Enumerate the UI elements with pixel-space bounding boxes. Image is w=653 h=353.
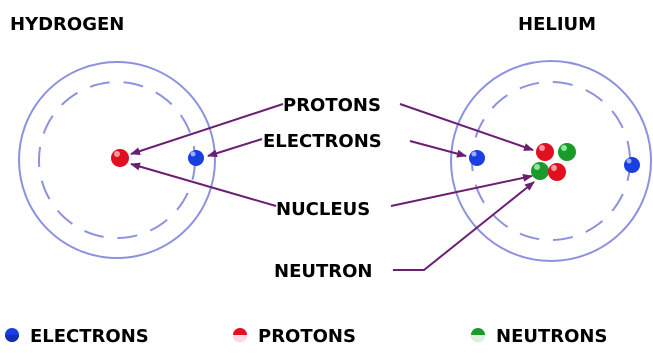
legend: ELECTRONS PROTONS NEUTRONS xyxy=(5,326,607,347)
nucleus-arrow-helium xyxy=(390,173,533,207)
helium-proton-top xyxy=(536,143,554,161)
helium-title: HELIUM xyxy=(518,14,596,35)
helium-proton-top-highlight xyxy=(539,145,545,151)
nucleus-label: NUCLEUS xyxy=(276,199,370,220)
hydrogen-atom xyxy=(18,61,216,259)
hydrogen-title: HYDROGEN xyxy=(10,14,124,35)
legend-neutron-icon-band xyxy=(471,335,485,342)
legend-proton-icon-band xyxy=(233,335,247,342)
electrons-label: ELECTRONS xyxy=(263,131,382,152)
hydrogen-outer-orbit xyxy=(18,61,216,259)
helium-proton-bottom xyxy=(548,163,566,181)
helium-electron-orbit xyxy=(471,81,631,241)
electrons-arrow-helium xyxy=(409,140,467,158)
electrons-arrow-hydrogen xyxy=(207,138,263,158)
protons-arrow-hydrogen xyxy=(130,103,284,155)
pointer-arrows xyxy=(130,103,535,271)
helium-neutron-bottom xyxy=(531,162,549,180)
helium-electron-right xyxy=(624,157,640,173)
legend-neutrons-label: NEUTRONS xyxy=(496,326,607,347)
helium-proton-bottom-highlight xyxy=(551,165,557,171)
hydrogen-proton xyxy=(111,149,129,167)
helium-outer-orbit xyxy=(450,60,652,262)
neutron-label: NEUTRON xyxy=(274,261,372,282)
legend-protons-label: PROTONS xyxy=(258,326,356,347)
hydrogen-electron xyxy=(188,150,204,166)
helium-electron-left xyxy=(469,150,485,166)
hydrogen-proton-highlight xyxy=(114,151,120,157)
helium-neutron-top xyxy=(558,143,576,161)
nucleus-arrow-hydrogen xyxy=(130,162,277,207)
protons-label: PROTONS xyxy=(283,95,381,116)
neutron-arrow-helium xyxy=(393,181,535,271)
helium-electron-right-highlight xyxy=(626,158,632,164)
helium-neutron-bottom-highlight xyxy=(534,164,540,170)
helium-atom xyxy=(450,60,652,262)
protons-arrow-helium xyxy=(399,103,534,151)
legend-electron-icon-band xyxy=(5,335,19,342)
helium-electron-left-highlight xyxy=(471,151,477,157)
legend-electrons-label: ELECTRONS xyxy=(30,326,149,347)
helium-neutron-top-highlight xyxy=(561,145,567,151)
hydrogen-electron-highlight xyxy=(190,151,196,157)
